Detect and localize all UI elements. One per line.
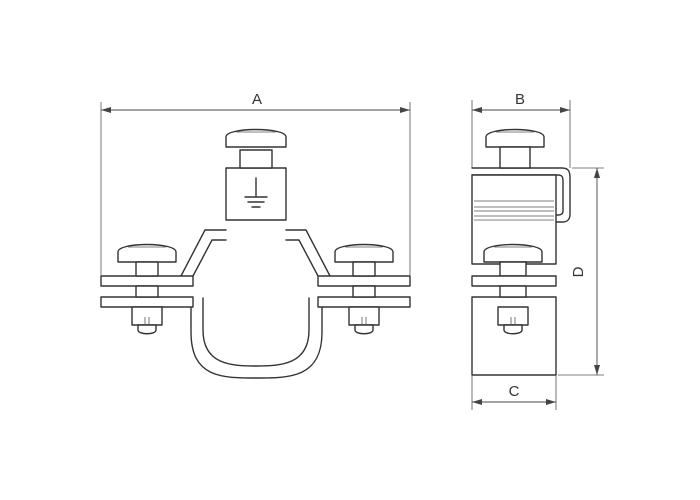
right-screw: [334, 243, 394, 335]
side-view: B: [471, 91, 604, 410]
earth-terminal-block: [225, 149, 287, 221]
dimension-c: C: [471, 375, 557, 410]
dimension-d: D: [558, 167, 604, 376]
front-view: A: [100, 91, 411, 379]
ground-symbol-icon: [244, 177, 268, 208]
dimension-b-label: B: [515, 91, 525, 108]
dimension-a-label: A: [252, 91, 262, 108]
top-screw: [225, 128, 287, 148]
side-top-screw: [485, 128, 545, 169]
clamp-strap: [180, 229, 331, 379]
dimension-b: B: [471, 91, 571, 168]
side-clip: [471, 167, 571, 223]
dimension-a: A: [100, 91, 411, 275]
left-screw: [117, 243, 177, 335]
dimension-c-label: C: [509, 383, 520, 400]
dimension-d-label: D: [570, 266, 587, 277]
side-middle-screw: [471, 243, 557, 335]
